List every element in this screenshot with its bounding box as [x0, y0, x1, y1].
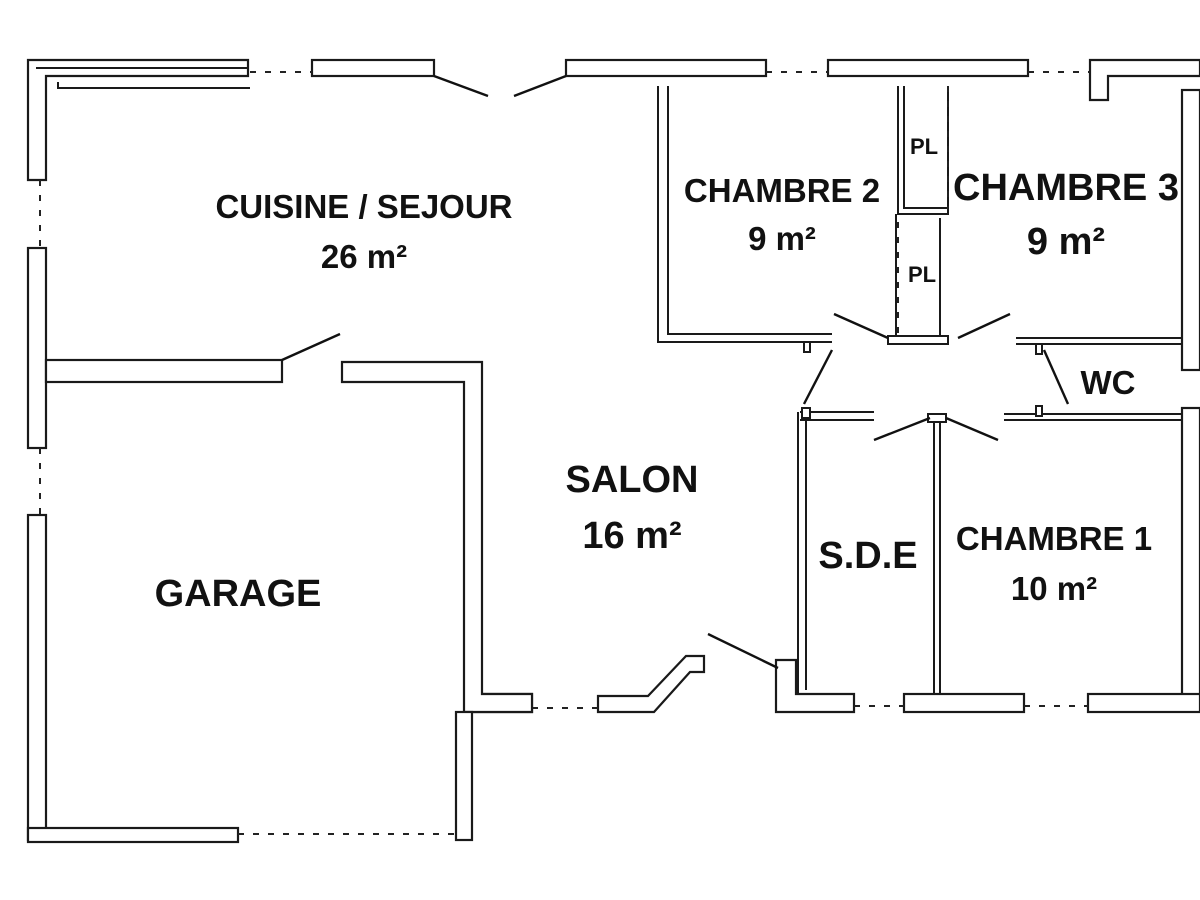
- sde-label: S.D.E: [818, 535, 917, 577]
- window-openings: [39, 71, 1090, 835]
- doors: [281, 74, 1070, 670]
- chambre3-area: 9 m²: [1027, 221, 1105, 263]
- salon-name: SALON: [566, 459, 699, 501]
- cuisine-sejour-name: CUISINE / SEJOUR: [215, 188, 512, 225]
- exterior-walls: [26, 58, 1200, 844]
- wc-label: WC: [1081, 364, 1136, 401]
- room-labels: CUISINE / SEJOUR 26 m² CHAMBRE 2 9 m² PL…: [155, 134, 1179, 615]
- chambre1-area: 10 m²: [1011, 570, 1097, 607]
- salon-area: 16 m²: [582, 515, 681, 557]
- chambre3-name: CHAMBRE 3: [953, 167, 1179, 209]
- cuisine-sejour-area: 26 m²: [321, 238, 407, 275]
- interior-walls: [44, 86, 1182, 842]
- placard-lower-label: PL: [908, 262, 936, 287]
- chambre2-name: CHAMBRE 2: [684, 172, 880, 209]
- placard-upper-label: PL: [910, 134, 938, 159]
- garage-label: GARAGE: [155, 573, 322, 615]
- chambre1-name: CHAMBRE 1: [956, 520, 1152, 557]
- chambre2-area: 9 m²: [748, 220, 816, 257]
